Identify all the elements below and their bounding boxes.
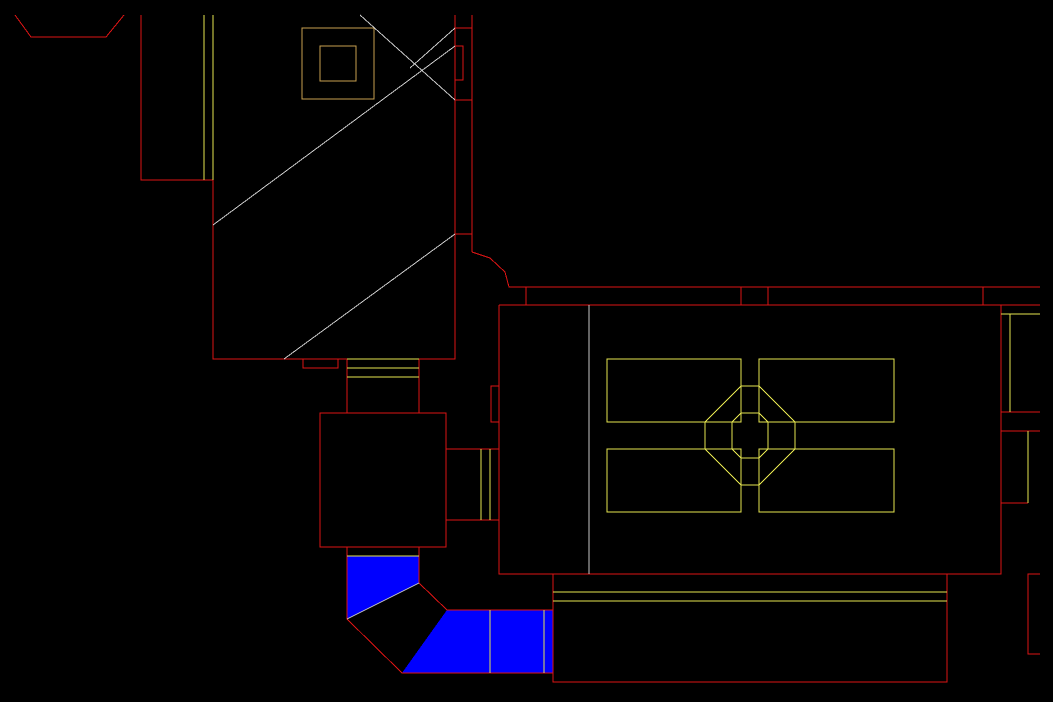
wall-bend-inner [418, 547, 553, 611]
platform-octagon-outer [704, 385, 796, 486]
wall-antechamber [319, 412, 447, 548]
wall-big-room [212, 15, 456, 360]
platform-ne [758, 358, 895, 423]
diag-line-1 [212, 45, 456, 226]
wall-curve [471, 251, 1040, 288]
bend-inner-line [346, 582, 420, 620]
damaging-floor-sectors [347, 556, 553, 673]
platform-nw [606, 358, 742, 423]
wall-top-left-niche [14, 14, 125, 38]
wall-switch-nub [454, 45, 464, 81]
wall-east-alcove [1027, 573, 1040, 655]
wall-south-wing [552, 573, 948, 683]
floor-height-changes [301, 27, 375, 100]
platform-sw [606, 448, 742, 513]
wall-small-sill [302, 358, 339, 369]
pillar-outer [301, 27, 375, 100]
diag-line-2 [283, 233, 456, 360]
wall-divider-block [740, 286, 769, 306]
one-sided-walls [14, 14, 1040, 683]
special-lines [212, 14, 590, 620]
nukage-sector-bend-top [347, 556, 419, 619]
wall-main-hall [498, 304, 1002, 575]
wall-left-corridor [140, 15, 213, 181]
wall-corridor-lower [509, 286, 984, 306]
nukage-sector-bend-bottom [402, 610, 553, 673]
diag-line-4 [409, 27, 456, 69]
platform-octagon-inner [731, 412, 769, 459]
pillar-inner [319, 45, 357, 82]
wall-bend [346, 547, 553, 674]
platform-se [758, 448, 895, 513]
ceiling-height-changes [203, 15, 1040, 673]
diag-line-3 [359, 14, 456, 101]
wall-hall-nub [490, 385, 500, 423]
